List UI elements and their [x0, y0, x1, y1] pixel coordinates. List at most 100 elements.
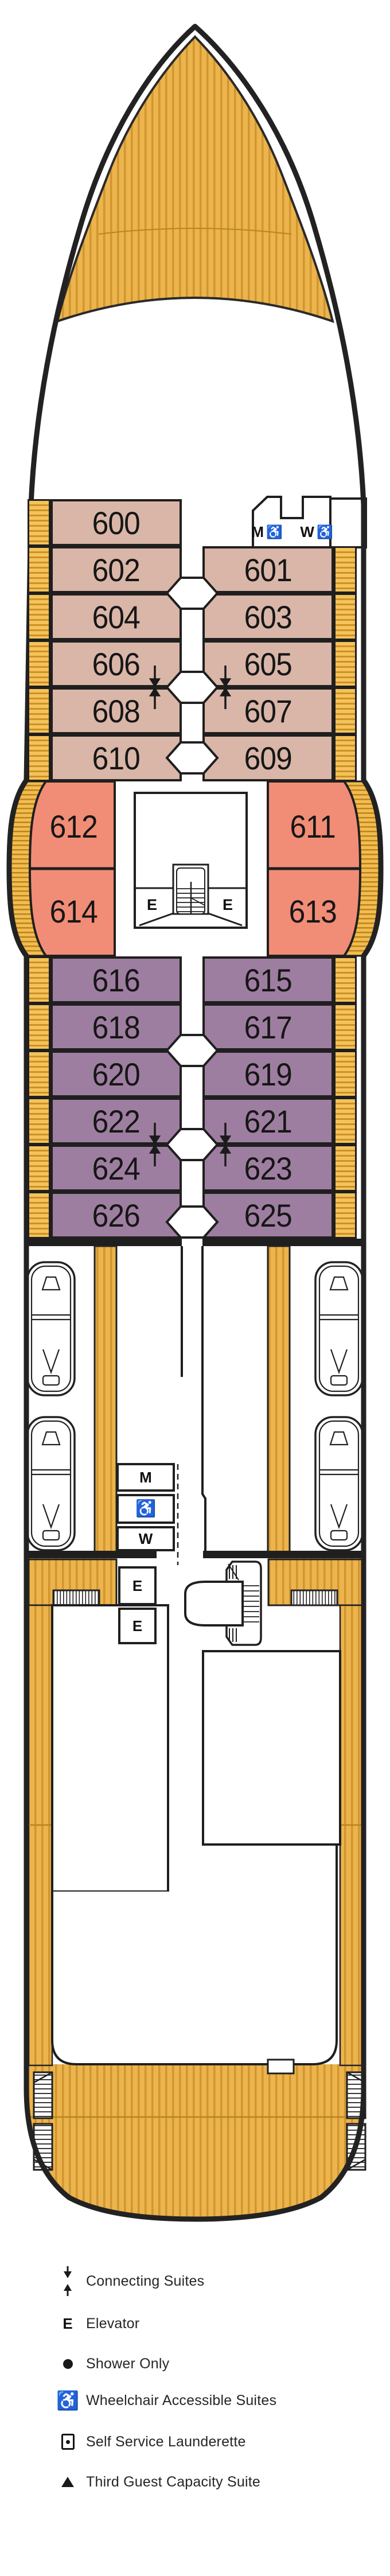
balcony-strip — [334, 1003, 357, 1050]
side-deck-port — [28, 1604, 53, 2067]
cabin-609: 609 — [202, 734, 334, 781]
cabin-number: 615 — [244, 962, 292, 998]
legend-item-shower-only: Shower Only — [55, 2350, 169, 2377]
cabin-number: 602 — [92, 551, 141, 588]
balcony-strip — [28, 1050, 50, 1098]
cabin-number: 609 — [244, 740, 292, 776]
aft-lounge-wall — [51, 1892, 268, 2065]
deck-grating-starboard — [290, 1589, 338, 1606]
legend-label: Elevator — [86, 2315, 140, 2332]
aft-lounge-door — [267, 2059, 295, 2075]
cabin-620: 620 — [50, 1050, 182, 1098]
legend-item-connecting-suites: Connecting Suites — [55, 2265, 204, 2297]
cabin-611: 611 — [268, 788, 357, 864]
cabin-623: 623 — [202, 1145, 334, 1192]
cabin-608: 608 — [50, 687, 182, 734]
elevator-letter: E — [132, 1577, 143, 1594]
womens-label: W — [300, 523, 314, 540]
balcony-strip — [334, 956, 357, 1003]
cabin-613: 613 — [268, 873, 357, 949]
aft-lounge — [52, 1846, 337, 2064]
elevator-letter: E — [132, 1617, 143, 1635]
hull-outline — [6, 24, 384, 2222]
cabin-number: 625 — [244, 1197, 292, 1233]
balcony-strip — [334, 1192, 357, 1239]
cabin-604: 604 — [50, 593, 182, 640]
accessible-restroom: ♿ — [116, 1494, 175, 1524]
cabin-number: 620 — [92, 1056, 141, 1092]
womens-label: W — [138, 1530, 153, 1547]
cabin-601: 601 — [202, 546, 334, 593]
balcony-strip — [334, 1050, 357, 1098]
cabin-614: 614 — [32, 873, 115, 949]
deck-grating-port — [52, 1589, 100, 1606]
elevator-room: E — [118, 1608, 157, 1644]
cabin-617: 617 — [202, 1003, 334, 1050]
aft-deck-wall — [26, 1551, 157, 1558]
bow-deck-seam — [98, 228, 292, 235]
cabin-605: 605 — [202, 640, 334, 687]
cabin-number: 616 — [92, 962, 141, 998]
wheelchair-glyph: ♿ — [56, 2390, 79, 2411]
cabin-625: 625 — [202, 1192, 334, 1239]
third-guest-icon — [55, 2477, 80, 2487]
mens-restroom: M — [116, 1463, 175, 1492]
cabin-number: 601 — [244, 551, 292, 588]
womens-restroom-label: W♿ — [300, 519, 333, 544]
cabin-number: 619 — [244, 1056, 292, 1092]
aft-room-starboard — [202, 1650, 341, 1846]
cabin-number: 623 — [244, 1150, 292, 1186]
cabin-number: 613 — [288, 893, 337, 929]
wheelchair-icon: ♿ — [55, 2391, 80, 2410]
cabin-626: 626 — [50, 1192, 182, 1239]
cabin-number: 606 — [92, 645, 141, 682]
wheelchair-icon: ♿ — [316, 524, 333, 539]
elevator-letter: E — [63, 2314, 73, 2332]
cabin-number: 607 — [244, 692, 292, 729]
corridor-wall-starboard — [201, 1246, 206, 1558]
legend-label: Shower Only — [86, 2355, 170, 2372]
aft-cabin-wall-starboard — [202, 1239, 364, 1246]
aft-cabin-wall-port — [26, 1239, 182, 1246]
balcony-strip — [334, 734, 357, 781]
cabin-615: 615 — [202, 956, 334, 1003]
legend-label: Connecting Suites — [86, 2273, 205, 2289]
wheelchair-icon: ♿ — [135, 1499, 157, 1518]
aft-lounge-wall — [294, 1846, 338, 2065]
connecting-suites-icon — [55, 2265, 80, 2297]
mens-restroom-label: M♿ — [251, 519, 282, 544]
elevator-letter: E — [222, 896, 233, 913]
cabin-number: 604 — [92, 598, 141, 635]
cabin-number: 603 — [244, 598, 292, 635]
cabin-618: 618 — [50, 1003, 182, 1050]
cabin-number: 611 — [290, 808, 336, 845]
cabin-number: 618 — [92, 1009, 141, 1045]
lifeboat — [314, 1416, 364, 1551]
cabin-number: 621 — [244, 1103, 292, 1139]
elevator-label: E — [142, 895, 162, 915]
legend-label: Self Service Launderette — [86, 2433, 246, 2450]
balcony-strip — [334, 1145, 357, 1192]
cabin-number: 617 — [244, 1009, 292, 1045]
midship-lobby — [134, 792, 248, 929]
cabin-number: 626 — [92, 1197, 141, 1233]
legend-item-launderette: Self Service Launderette — [55, 2428, 246, 2456]
mens-label: M — [139, 1468, 152, 1486]
aft-deck-wall — [203, 1551, 364, 1558]
legend-label: Wheelchair Accessible Suites — [86, 2392, 277, 2408]
shower-only-icon — [55, 2359, 80, 2369]
balcony-strip — [28, 956, 50, 1003]
walkway-band-starboard — [267, 1245, 291, 1606]
cabin-612: 612 — [32, 788, 115, 864]
cabin-622: 622 — [50, 1098, 182, 1145]
balcony-strip — [28, 640, 50, 687]
balcony-strip — [28, 1192, 50, 1239]
cabin-616: 616 — [50, 956, 182, 1003]
lifeboat — [314, 1261, 364, 1396]
balcony-strip — [28, 1098, 50, 1145]
elevator-label: E — [218, 895, 237, 915]
womens-restroom: W — [116, 1526, 175, 1551]
cabin-624: 624 — [50, 1145, 182, 1192]
cabin-number: 614 — [49, 893, 98, 929]
cabin-600: 600 — [50, 499, 182, 546]
